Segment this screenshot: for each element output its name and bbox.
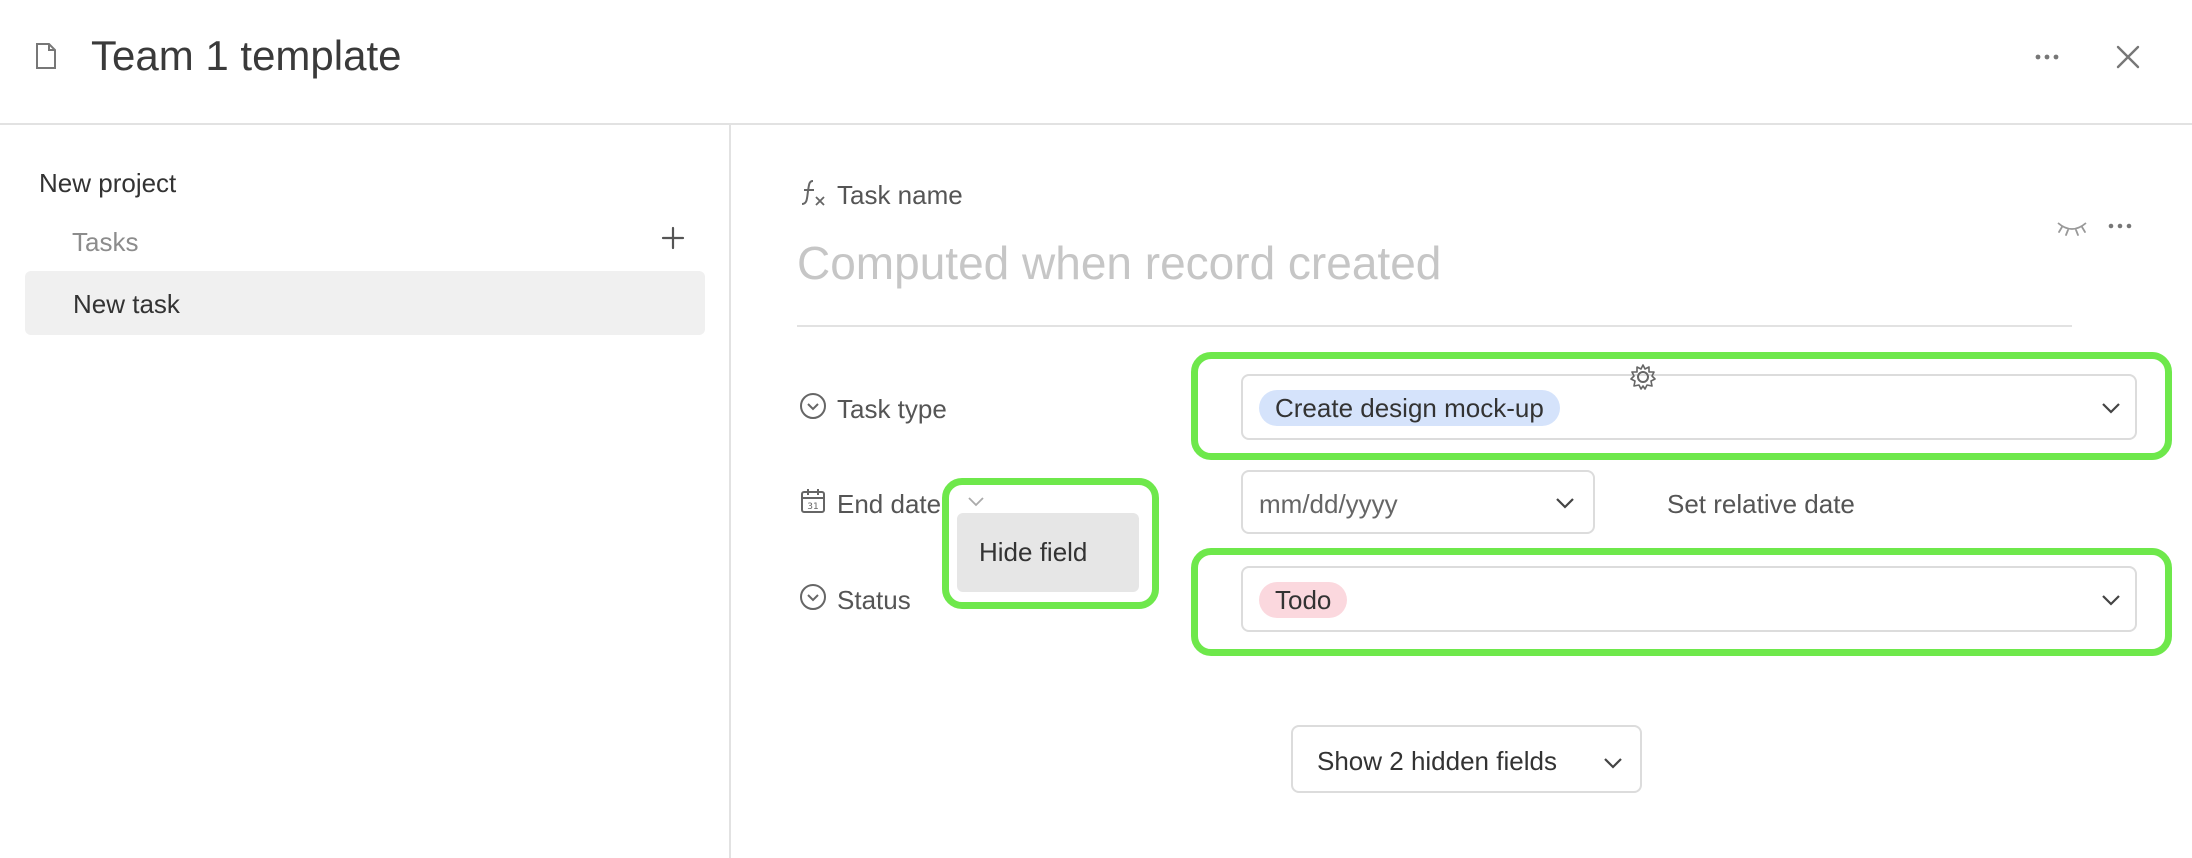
hide-field-label: Hide field: [979, 537, 1088, 567]
plus-icon[interactable]: [658, 223, 688, 253]
show-hidden-fields-label: Show 2 hidden fields: [1317, 746, 1557, 776]
divider: [797, 325, 2072, 327]
record-editor: Task name Computed when record created T…: [733, 125, 2192, 858]
task-type-select[interactable]: Create design mock-up: [1241, 374, 2137, 440]
gear-icon[interactable]: [1628, 362, 1658, 392]
chevron-down-icon: [1556, 498, 1574, 509]
modal-header: Team 1 template: [0, 0, 2192, 125]
set-relative-date-link[interactable]: Set relative date: [1667, 489, 1855, 519]
end-date-label: End date: [837, 489, 942, 519]
formula-icon: [801, 180, 825, 206]
calendar-icon: 31: [801, 489, 825, 513]
status-select[interactable]: Todo: [1241, 566, 2137, 632]
chevron-down-icon: [2102, 403, 2120, 414]
task-name-label: Task name: [837, 180, 963, 210]
end-date-value: mm/dd/yyyy: [1259, 489, 1398, 519]
status-value: Todo: [1259, 582, 1348, 618]
chevron-down-icon: [1604, 758, 1622, 769]
field-menu-chevron-icon[interactable]: [966, 495, 986, 509]
project-name[interactable]: New project: [39, 168, 177, 198]
status-label: Status: [837, 585, 911, 615]
task-name-placeholder[interactable]: Computed when record created: [797, 237, 1442, 289]
task-type-label: Task type: [837, 394, 947, 424]
chevron-down-icon: [2102, 595, 2120, 606]
sidebar-item-label: New task: [73, 289, 180, 319]
single-select-icon: [800, 393, 826, 419]
more-horizontal-icon[interactable]: [2030, 40, 2064, 74]
hide-eye-icon[interactable]: [2055, 215, 2089, 239]
show-hidden-fields-button[interactable]: Show 2 hidden fields: [1291, 725, 1642, 793]
more-horizontal-icon[interactable]: [2103, 211, 2137, 241]
hide-field-menu-item[interactable]: Hide field: [957, 513, 1139, 592]
tasks-section-label: Tasks: [72, 227, 139, 257]
task-type-value: Create design mock-up: [1259, 390, 1560, 426]
sidebar: New project Tasks New task: [0, 125, 731, 858]
single-select-icon: [800, 584, 826, 610]
page-title: Team 1 template: [91, 32, 402, 79]
sidebar-item-new-task[interactable]: New task: [25, 271, 705, 335]
svg-text:31: 31: [807, 502, 818, 512]
end-date-input[interactable]: mm/dd/yyyy: [1241, 470, 1595, 534]
close-icon[interactable]: [2111, 40, 2145, 74]
document-icon: [36, 43, 56, 69]
